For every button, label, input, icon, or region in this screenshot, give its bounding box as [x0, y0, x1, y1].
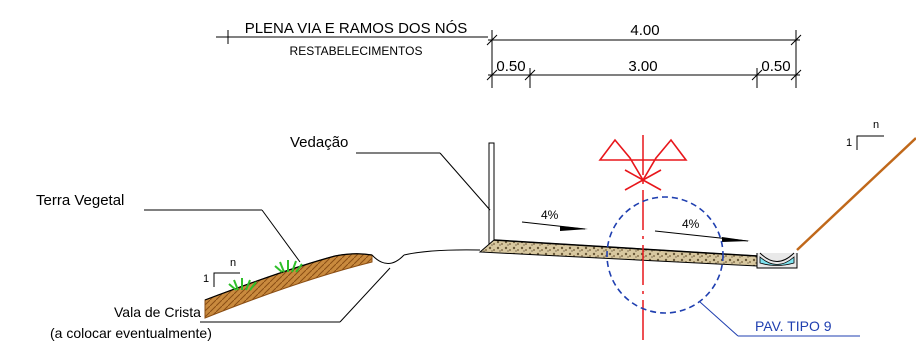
topsoil-label: Terra Vegetal — [36, 192, 124, 209]
ditch-callout: Vala de Crista (a colocar eventualmente) — [50, 267, 391, 341]
slope-left-label: 4% — [541, 208, 559, 222]
fence-callout: Vedação — [290, 134, 491, 211]
slope-left: 4% — [521, 208, 588, 231]
slope-right-arrow-head — [722, 237, 750, 242]
topsoil-callout: Terra Vegetal — [36, 192, 301, 263]
header-block: PLENA VIA E RAMOS DOS NÓS RESTABELECIMEN… — [216, 20, 488, 58]
dim-tick-2 — [790, 34, 802, 46]
left-embankment — [204, 253, 373, 319]
side-drain-curve — [759, 252, 795, 262]
crest-ditch-shape — [371, 254, 405, 264]
slope-ratio-left-v: 1 — [203, 273, 209, 285]
ground-line-mid — [403, 249, 481, 256]
cut-slope-line — [796, 137, 916, 251]
road-surface — [493, 239, 758, 257]
dim-tick-1 — [486, 34, 498, 46]
topsoil-leader-d — [261, 209, 301, 263]
slope-left-arrow-head — [560, 226, 588, 231]
ground-line-left — [204, 253, 373, 301]
dim-tick-3 — [486, 69, 498, 81]
axis-symbol-icon — [598, 138, 688, 182]
grass-icon — [228, 260, 303, 291]
ditch-label-line2: (a colocar eventualmente) — [50, 325, 212, 341]
ditch-label-line1: Vala de Crista — [114, 304, 201, 320]
slope-right: 4% — [654, 217, 750, 242]
dim-tick-6 — [790, 69, 802, 81]
dim-total-label: 4.00 — [630, 22, 659, 39]
slope-ratio-right-mark — [856, 135, 884, 150]
dimension-chain: 4.00 0.50 3.00 0.50 — [486, 22, 802, 88]
slope-ratio-left-h: n — [230, 257, 236, 269]
fence-label: Vedação — [290, 134, 348, 151]
detail-leader — [699, 301, 739, 337]
dim-tick-4 — [524, 69, 536, 81]
dim-right-label: 0.50 — [761, 58, 790, 75]
fence-post — [488, 142, 495, 251]
slope-ratio-right: n 1 — [846, 119, 884, 150]
header-title: PLENA VIA E RAMOS DOS NÓS — [245, 20, 468, 37]
axis-x-2 — [624, 169, 662, 191]
slope-ratio-left-mark — [213, 272, 240, 287]
header-subtitle: RESTABELECIMENTOS — [290, 44, 423, 58]
side-drain-water — [759, 256, 795, 266]
road-platform — [403, 142, 798, 269]
slope-ratio-right-v: 1 — [846, 137, 852, 149]
ditch-leader-d — [339, 267, 391, 323]
slope-ratio-right-h: n — [873, 119, 879, 131]
slope-ratio-left: n 1 — [203, 257, 240, 287]
dim-middle-label: 3.00 — [628, 58, 657, 75]
dim-left-label: 0.50 — [496, 58, 525, 75]
dim-tick-5 — [751, 69, 763, 81]
slope-right-label: 4% — [682, 217, 700, 231]
fence-leader-d — [439, 152, 491, 211]
detail-circle — [606, 196, 724, 314]
pavement-type-label: PAV. TIPO 9 — [755, 318, 832, 334]
centerline-axis — [598, 135, 688, 345]
